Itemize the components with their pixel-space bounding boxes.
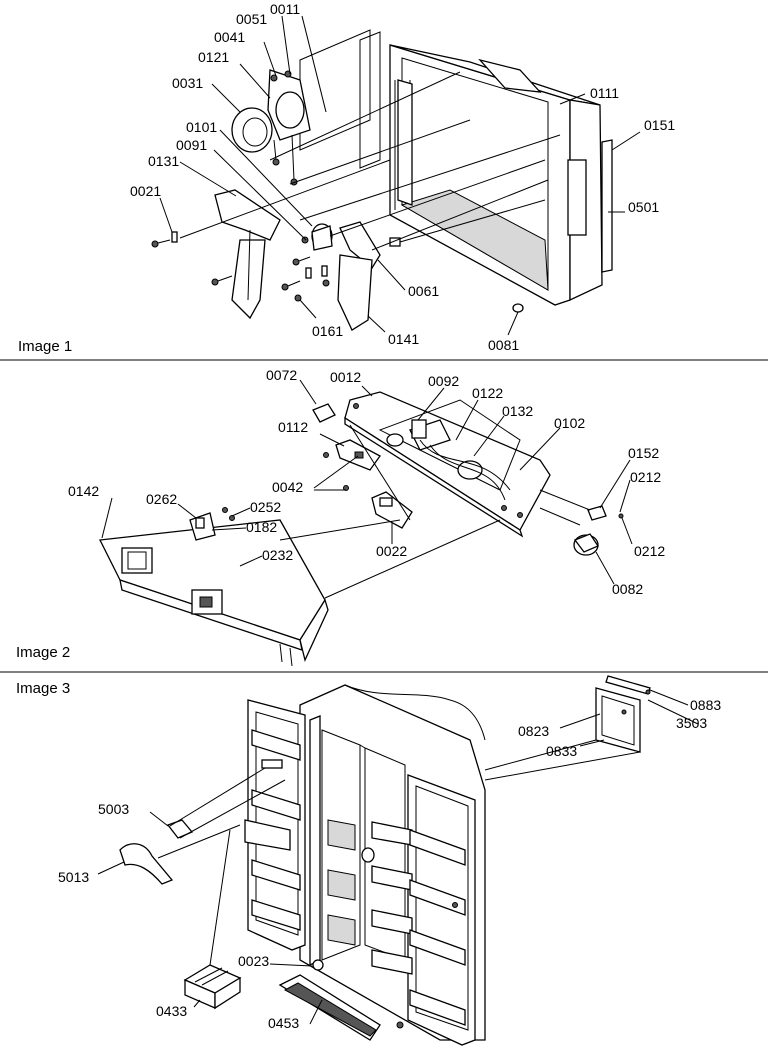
control-panel-0823: [595, 675, 651, 753]
dispenser-pad-5003: [166, 819, 194, 839]
label-0232: 0232: [262, 547, 293, 563]
label-0011: 0011: [270, 1, 300, 17]
label-0031: 0031: [172, 75, 203, 91]
label-0041: 0041: [214, 29, 245, 45]
label-0021: 0021: [130, 183, 161, 199]
label-0151: 0151: [644, 117, 675, 133]
label-5013: 5013: [58, 869, 89, 885]
motor-bracket: [267, 69, 311, 186]
label-0082: 0082: [612, 581, 643, 597]
label-0182: 0182: [246, 519, 277, 535]
label-0152: 0152: [628, 445, 659, 461]
label-0122: 0122: [472, 385, 503, 401]
label-5003: 5003: [98, 801, 129, 817]
label-0433: 0433: [156, 1003, 187, 1019]
label-0111: 0111: [590, 85, 619, 101]
lower-dispenser-panel: [99, 519, 329, 667]
label-0262: 0262: [146, 491, 177, 507]
left-chute-door: [214, 189, 281, 320]
label-0072: 0072: [266, 367, 297, 383]
switch-0072: [312, 403, 336, 423]
projection-lines-2: [279, 424, 591, 599]
leaders-2: [101, 379, 633, 585]
label-0112: 0112: [278, 419, 308, 435]
label-0141: 0141: [388, 331, 419, 347]
label-3503: 3503: [676, 715, 707, 731]
leaders-3: [97, 689, 699, 1025]
label-0061: 0061: [408, 283, 439, 299]
freezer-door: [244, 699, 306, 951]
panel-caption-1: Image 1: [18, 338, 72, 355]
label-0023: 0023: [238, 953, 269, 969]
panel-2: 0072 0012 0092 0122 0132 0112 0102 0152 …: [16, 367, 665, 667]
label-0132: 0132: [502, 403, 533, 419]
label-0091: 0091: [176, 137, 207, 153]
label-0042: 0042: [272, 479, 303, 495]
drip-tray-0433: [183, 964, 242, 1010]
projection-lines-1: [179, 71, 561, 251]
label-0022: 0022: [376, 543, 407, 559]
label-0212-upper: 0212: [630, 469, 661, 485]
label-0131: 0131: [148, 153, 179, 169]
auger-coupling: [301, 223, 333, 251]
label-0092: 0092: [428, 373, 459, 389]
motor-disc: [231, 107, 273, 153]
ice-bucket-housing: [389, 44, 603, 306]
label-0081: 0081: [488, 337, 519, 353]
label-0102: 0102: [554, 415, 585, 431]
label-0161: 0161: [312, 323, 343, 339]
switch-0112: [323, 439, 381, 471]
label-0252: 0252: [250, 499, 281, 515]
label-0051: 0051: [236, 11, 267, 27]
fresh-food-door: [371, 774, 476, 1046]
panel-caption-2: Image 2: [16, 644, 70, 661]
switch-0022: [343, 485, 413, 529]
leaders-1: [159, 15, 641, 336]
upper-dispenser-housing: [344, 391, 551, 538]
dispenser-lever-5013: [119, 843, 174, 885]
panel-3: Image 3: [16, 675, 721, 1046]
projection-lines-3: [157, 739, 641, 966]
backdrop-plate-lower: [359, 31, 381, 169]
screws: [151, 231, 524, 313]
label-0501: 0501: [628, 199, 659, 215]
label-0121: 0121: [198, 49, 229, 65]
base-grille: [278, 959, 404, 1041]
label-0833: 0833: [546, 743, 577, 759]
label-0101: 0101: [186, 119, 217, 135]
label-0883: 0883: [690, 697, 721, 713]
label-0823: 0823: [518, 723, 549, 739]
right-chute-door: [337, 221, 401, 331]
label-0453: 0453: [268, 1015, 299, 1031]
lamp-assembly: [573, 505, 624, 556]
panel-caption-3: Image 3: [16, 680, 70, 697]
panel-1: 0011 0051 0041 0121 0031 0101 0091 0131 …: [18, 1, 675, 355]
label-0142: 0142: [68, 483, 99, 499]
label-0012: 0012: [330, 369, 361, 385]
trim-strip: [601, 139, 613, 273]
label-0212-lower: 0212: [634, 543, 665, 559]
